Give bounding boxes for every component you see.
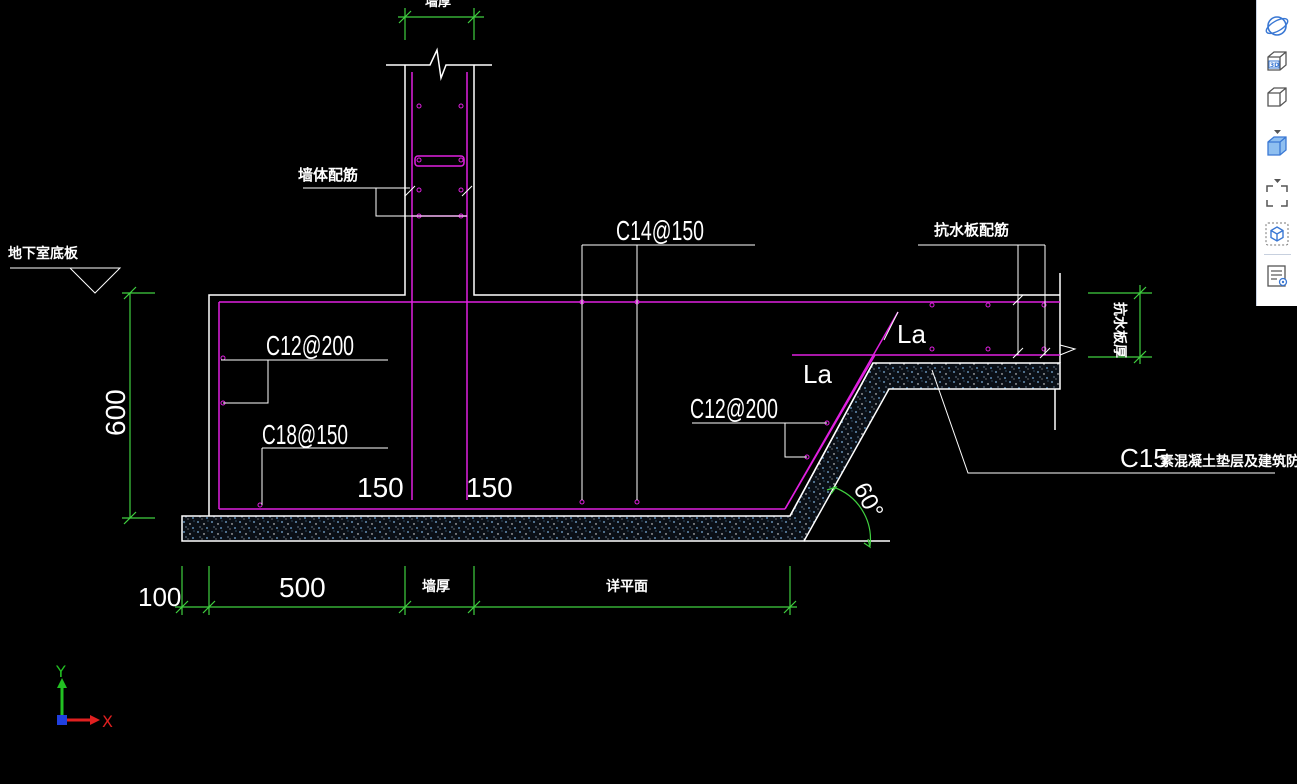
angle-60-label: 60° — [848, 478, 889, 523]
wall-rebar-label: 墙体配筋 — [298, 166, 358, 184]
properties-icon[interactable] — [1263, 262, 1291, 290]
la-lower-label: La — [803, 359, 832, 389]
dim-500: 500 — [279, 572, 326, 603]
rebar-lines — [218, 72, 1060, 510]
view-cube-icon[interactable] — [1263, 220, 1291, 248]
view-toolbar: 3D — [1256, 0, 1297, 306]
chevron-down-icon[interactable] — [1273, 120, 1282, 134]
anti-water-thickness-label: 抗水板厚 — [1111, 302, 1128, 358]
structure-outline — [208, 47, 1061, 542]
3d-view-icon[interactable]: 3D — [1263, 48, 1291, 76]
dim-see-plan-label: 详平面 — [606, 578, 648, 595]
zoom-extent-icon[interactable] — [1263, 182, 1291, 210]
axis-y-label: Y — [55, 664, 66, 681]
dim-wall-thickness-label: 墙厚 — [422, 578, 450, 595]
cube-wire-icon[interactable] — [1263, 84, 1291, 112]
rebar-dots — [220, 103, 1047, 508]
c15-code-label: C15 — [1120, 443, 1168, 473]
leader-lines — [10, 185, 1275, 505]
cube-solid-icon[interactable] — [1263, 133, 1291, 161]
rebar-c14-label: C14@150 — [616, 215, 704, 246]
svg-text:3D: 3D — [1270, 62, 1279, 69]
concrete-bedding — [181, 362, 1061, 542]
la-upper-label: La — [897, 319, 926, 349]
ucs-axis-indicator: Y X — [55, 664, 113, 731]
orbit-icon[interactable] — [1263, 12, 1291, 40]
basement-floor-label: 地下室底板 — [8, 245, 79, 262]
dim-150-left: 150 — [357, 472, 404, 503]
dim-600: 600 — [100, 389, 131, 436]
anti-water-rebar-label: 抗水板配筋 — [934, 221, 1009, 239]
c15-note-label: 素混凝土垫层及建筑防水 — [1160, 453, 1297, 470]
chevron-down-icon[interactable] — [1273, 169, 1282, 183]
rebar-c12-left-label: C12@200 — [266, 330, 354, 361]
rebar-c18-label: C18@150 — [262, 419, 348, 450]
wall-thickness-top-label: 墙厚 — [425, 0, 451, 10]
rebar-c12-slope-label: C12@200 — [690, 393, 778, 424]
axis-x-label: X — [102, 712, 113, 731]
dimension-lines — [122, 8, 1152, 615]
dim-150-right: 150 — [466, 472, 513, 503]
dim-100: 100 — [138, 582, 181, 612]
toolbar-divider — [1264, 254, 1291, 255]
